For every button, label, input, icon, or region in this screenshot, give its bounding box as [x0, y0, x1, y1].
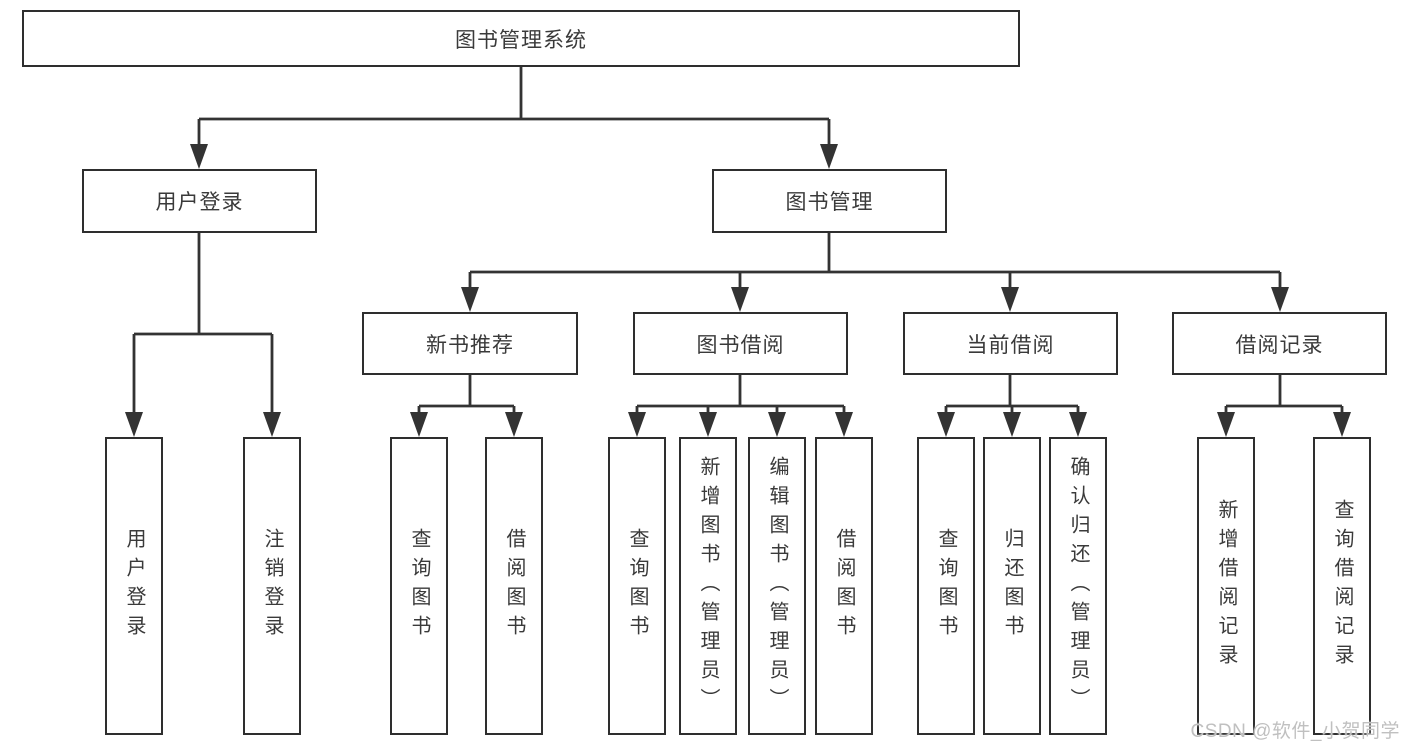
csdn-watermark: CSDN @软件_小贺同学 — [1190, 721, 1400, 742]
node-book-management: 图书管理 — [712, 169, 947, 233]
leaf-user-login: 用户登录 — [105, 437, 163, 735]
leaf-label: 确认归还（管理员） — [1067, 455, 1089, 717]
leaf-label: 编辑图书（管理员） — [766, 455, 788, 717]
node-library-management-system: 图书管理系统 — [22, 10, 1020, 67]
node-label: 借阅记录 — [1235, 333, 1324, 357]
node-borrowing-records: 借阅记录 — [1172, 312, 1387, 375]
leaf-return-books: 归还图书 — [983, 437, 1041, 735]
node-book-borrowing: 图书借阅 — [633, 312, 848, 375]
node-current-borrowing: 当前借阅 — [903, 312, 1118, 375]
leaf-query-books-borrowing: 查询图书 — [608, 437, 666, 735]
leaf-borrow-books-recommend: 借阅图书 — [485, 437, 543, 735]
node-label: 图书管理 — [785, 191, 874, 214]
leaf-query-books-recommend: 查询图书 — [390, 437, 448, 735]
leaf-confirm-return-admin: 确认归还（管理员） — [1049, 437, 1107, 735]
leaf-label: 用户登录 — [123, 528, 145, 644]
node-label: 新书推荐 — [426, 333, 514, 357]
node-new-book-recommend: 新书推荐 — [362, 312, 578, 375]
leaf-edit-book-admin: 编辑图书（管理员） — [748, 437, 806, 735]
leaf-label: 借阅图书 — [833, 528, 855, 644]
node-label: 当前借阅 — [966, 333, 1055, 357]
leaf-label: 查询图书 — [935, 528, 957, 644]
leaf-label: 查询图书 — [626, 528, 648, 644]
leaf-label: 新增借阅记录 — [1215, 499, 1237, 673]
leaf-label: 注销登录 — [261, 528, 283, 644]
leaf-add-book-admin: 新增图书（管理员） — [679, 437, 737, 735]
leaf-label: 查询借阅记录 — [1331, 499, 1353, 673]
leaf-label: 查询图书 — [408, 528, 430, 644]
leaf-borrow-books-borrowing: 借阅图书 — [815, 437, 873, 735]
node-label: 图书管理系统 — [455, 28, 587, 52]
leaf-logout: 注销登录 — [243, 437, 301, 735]
node-label: 图书借阅 — [696, 333, 785, 357]
leaf-label: 归还图书 — [1001, 528, 1023, 644]
leaf-label: 新增图书（管理员） — [697, 455, 719, 717]
leaf-query-books-current: 查询图书 — [917, 437, 975, 735]
leaf-add-borrow-record: 新增借阅记录 — [1197, 437, 1255, 735]
node-label: 用户登录 — [155, 191, 244, 214]
leaf-query-borrow-record: 查询借阅记录 — [1313, 437, 1371, 735]
node-user-login: 用户登录 — [82, 169, 317, 233]
leaf-label: 借阅图书 — [503, 528, 525, 644]
